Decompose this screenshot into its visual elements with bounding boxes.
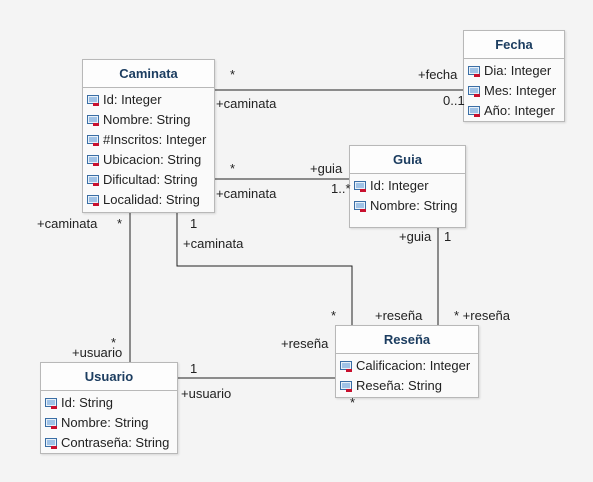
attribute-icon xyxy=(468,65,480,77)
attribute-label: Nombre: String xyxy=(61,415,149,430)
role-label: +reseña xyxy=(375,308,423,323)
attribute-label: Localidad: String xyxy=(103,192,200,207)
role-label: +guia xyxy=(310,161,343,176)
multiplicity-label: * xyxy=(331,308,337,323)
role-label: +usuario xyxy=(181,386,232,401)
attribute-icon xyxy=(340,360,352,372)
attribute-icon xyxy=(468,85,480,97)
attribute-icon xyxy=(354,200,366,212)
multiplicity-label: * xyxy=(117,216,123,231)
attribute-row: Año: Integer xyxy=(468,101,564,121)
attribute-icon xyxy=(340,380,352,392)
role-label: +caminata xyxy=(216,186,277,201)
attribute-icon xyxy=(87,194,99,206)
role-label: +caminata xyxy=(37,216,98,231)
role-label: +usuario xyxy=(72,345,123,360)
attribute-label: Id: String xyxy=(61,395,114,410)
attribute-row: Mes: Integer xyxy=(468,81,564,101)
attribute-label: Nombre: String xyxy=(103,112,191,127)
attribute-label: Dia: Integer xyxy=(484,63,552,78)
multiplicity-label: 1 xyxy=(190,216,198,231)
attribute-row: #Inscritos: Integer xyxy=(87,130,214,150)
attribute-icon xyxy=(87,114,99,126)
attribute-icon xyxy=(87,134,99,146)
attribute-row: Contraseña: String xyxy=(45,433,177,453)
multiplicity-label: * xyxy=(111,335,117,350)
multiplicity-label: * xyxy=(350,395,356,410)
attribute-row: Reseña: String xyxy=(340,376,478,396)
attribute-label: Contraseña: String xyxy=(61,435,170,450)
attribute-row: Nombre: String xyxy=(87,110,214,130)
attribute-label: Id: Integer xyxy=(370,178,429,193)
attribute-label: Nombre: String xyxy=(370,198,458,213)
attribute-label: Dificultad: String xyxy=(103,172,198,187)
multiplicity-label: * +reseña xyxy=(454,308,511,323)
class-fecha-name: Fecha xyxy=(464,31,564,59)
class-fecha[interactable]: Fecha Dia: Integer Mes: Integer Año: Int… xyxy=(463,30,565,122)
attribute-icon xyxy=(45,437,57,449)
class-guia[interactable]: Guia Id: Integer Nombre: String xyxy=(349,145,466,228)
role-label: +caminata xyxy=(183,236,244,251)
multiplicity-label: 1..* xyxy=(331,181,351,196)
attribute-icon xyxy=(87,154,99,166)
attribute-label: Año: Integer xyxy=(484,103,555,118)
attribute-icon xyxy=(354,180,366,192)
role-label: +guia xyxy=(399,229,432,244)
class-caminata-name: Caminata xyxy=(83,60,214,88)
attribute-row: Ubicacion: String xyxy=(87,150,214,170)
attribute-label: Id: Integer xyxy=(103,92,162,107)
attribute-icon xyxy=(87,174,99,186)
attribute-row: Dificultad: String xyxy=(87,170,214,190)
attribute-label: #Inscritos: Integer xyxy=(103,132,207,147)
attribute-row: Id: Integer xyxy=(87,90,214,110)
attribute-icon xyxy=(468,105,480,117)
class-guia-name: Guia xyxy=(350,146,465,174)
attribute-icon xyxy=(87,94,99,106)
attribute-row: Calificacion: Integer xyxy=(340,356,478,376)
attribute-icon xyxy=(45,397,57,409)
multiplicity-label: 1 xyxy=(444,229,452,244)
attribute-row: Dia: Integer xyxy=(468,61,564,81)
attribute-icon xyxy=(45,417,57,429)
attribute-label: Calificacion: Integer xyxy=(356,358,471,373)
multiplicity-label: * xyxy=(230,67,236,82)
attribute-row: Nombre: String xyxy=(45,413,177,433)
role-label: +fecha xyxy=(418,67,458,82)
class-resena[interactable]: Reseña Calificacion: Integer Reseña: Str… xyxy=(335,325,479,398)
assoc-caminata-resena xyxy=(176,211,353,326)
attribute-row: Id: String xyxy=(45,393,177,413)
class-caminata[interactable]: Caminata Id: Integer Nombre: String #Ins… xyxy=(82,59,215,213)
attribute-row: Localidad: String xyxy=(87,190,214,210)
attribute-label: Reseña: String xyxy=(356,378,442,393)
multiplicity-label: 1 xyxy=(190,361,198,376)
attribute-row: Id: Integer xyxy=(354,176,465,196)
class-usuario[interactable]: Usuario Id: String Nombre: String Contra… xyxy=(40,362,178,454)
class-resena-name: Reseña xyxy=(336,326,478,354)
multiplicity-label: * xyxy=(230,161,236,176)
role-label: +reseña xyxy=(281,336,329,351)
role-label: +caminata xyxy=(216,96,277,111)
class-usuario-name: Usuario xyxy=(41,363,177,391)
attribute-label: Ubicacion: String xyxy=(103,152,202,167)
multiplicity-label: 0..1 xyxy=(443,93,465,108)
attribute-label: Mes: Integer xyxy=(484,83,557,98)
attribute-row: Nombre: String xyxy=(354,196,465,216)
